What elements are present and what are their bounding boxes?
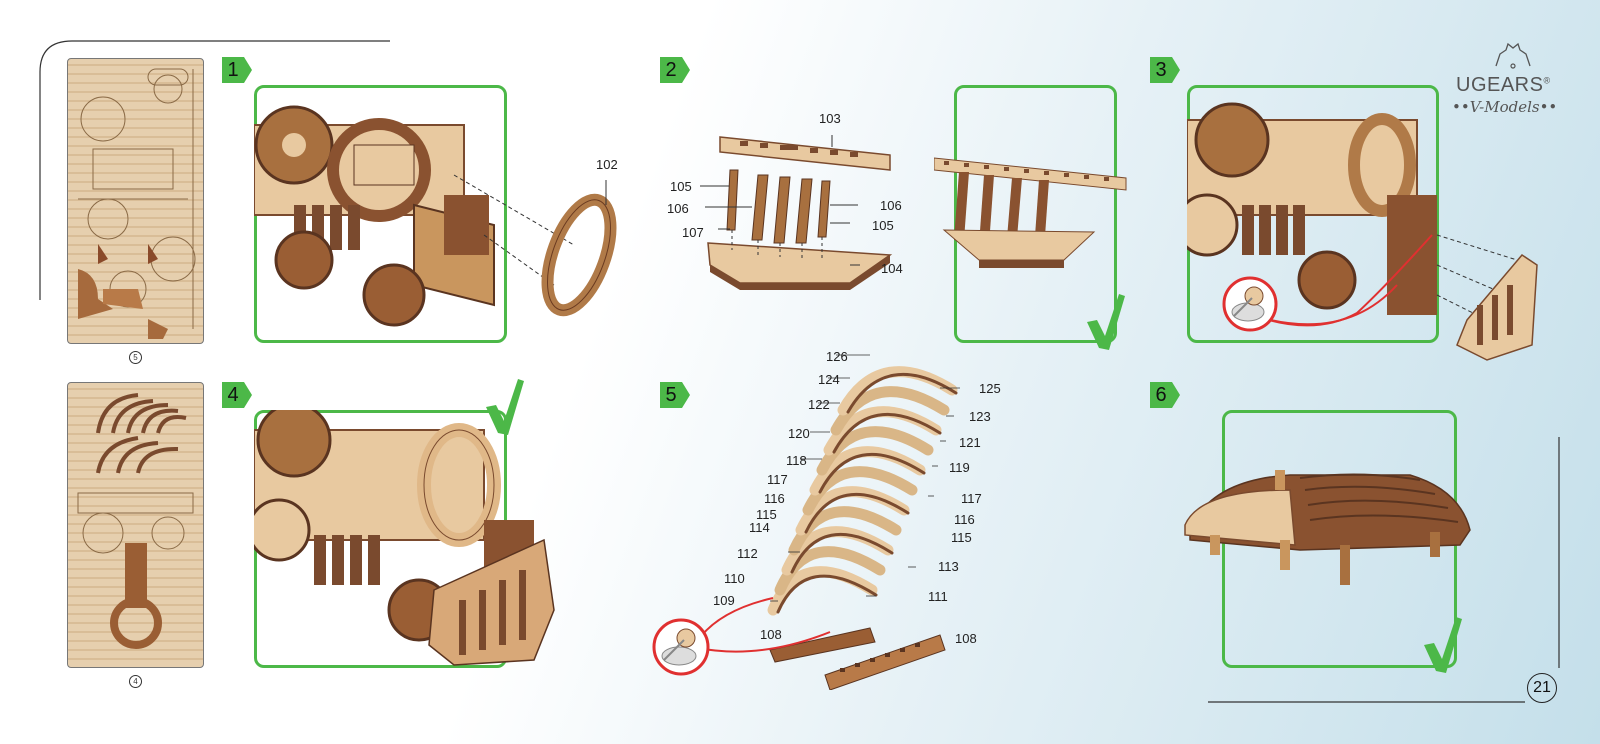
part-label-118: 118 [786, 453, 807, 468]
part-label-106: 106 [880, 198, 902, 213]
step-2-badge: 2 [660, 57, 690, 83]
part-label-126: 126 [826, 349, 848, 364]
checkmark-icon [1087, 294, 1125, 350]
brand-tagline: ••V-Models•• [1452, 98, 1558, 116]
part-label-105: 105 [670, 179, 692, 194]
step-2-exploded-drawing [700, 135, 893, 290]
glue-pot-icon [652, 618, 710, 676]
sheet-parts-drawing [77, 393, 194, 649]
part-label-117: 117 [767, 472, 788, 487]
step-3-badge: 3 [1150, 57, 1180, 83]
part-label-116: 116 [954, 512, 975, 527]
part-label-107: 107 [682, 225, 704, 240]
part-label-113: 113 [938, 559, 959, 574]
part-label-121: 121 [959, 435, 981, 450]
step-2-result-frame [954, 85, 1117, 343]
part-label-123: 123 [969, 409, 991, 424]
brand-logo: UGEARS® ••V-Models•• [1450, 40, 1575, 120]
step-6-badge: 6 [1150, 382, 1180, 408]
step-4-badge: 4 [222, 382, 252, 408]
part-label-114: 114 [749, 520, 770, 535]
step-1-badge: 1 [222, 57, 252, 83]
part-label-108: 108 [760, 627, 782, 642]
part-label-108: 108 [955, 631, 977, 646]
part-label-103: 103 [819, 111, 841, 126]
part-label-109: 109 [713, 593, 735, 608]
part-label-119: 119 [949, 460, 970, 475]
part-label-112: 112 [737, 546, 758, 561]
step-2-result-drawing [934, 157, 1127, 268]
part-label-115: 115 [951, 530, 972, 545]
step-3-locomotive-illustration [1187, 102, 1538, 361]
page-number: 21 [1527, 673, 1557, 703]
part-label-106: 106 [667, 201, 689, 216]
step-1-locomotive-illustration [254, 105, 617, 327]
part-label-125: 125 [979, 381, 1001, 396]
step-5-exploded-drawing [697, 354, 960, 690]
checkmark-icon [486, 379, 524, 435]
part-label-117: 117 [961, 491, 982, 506]
step-6-boiler-illustration [1184, 470, 1471, 585]
part-label-116: 116 [764, 491, 785, 506]
step-5-badge: 5 [660, 382, 690, 408]
plywood-sheet-4 [67, 382, 204, 668]
part-label-105: 105 [872, 218, 894, 233]
plywood-sheet-5 [67, 58, 204, 344]
brand-name: UGEARS® [1456, 74, 1551, 96]
part-label-104: 104 [881, 261, 903, 276]
part-label-122: 122 [808, 397, 830, 412]
part-label-102: 102 [596, 157, 618, 172]
part-label-110: 110 [724, 571, 745, 586]
sheet-number-4: 4 [129, 675, 142, 688]
sheet-number-5: 5 [129, 351, 142, 364]
gear-logo-icon [1495, 42, 1531, 69]
part-label-120: 120 [788, 426, 810, 441]
part-label-111: 111 [928, 589, 948, 604]
checkmark-icon [1424, 617, 1462, 673]
step-4-locomotive-illustration [254, 410, 555, 666]
sheet-parts-drawing [78, 68, 196, 339]
part-label-124: 124 [818, 372, 840, 387]
part-label-115: 115 [756, 507, 777, 522]
glue-pot-icon [1222, 276, 1278, 332]
